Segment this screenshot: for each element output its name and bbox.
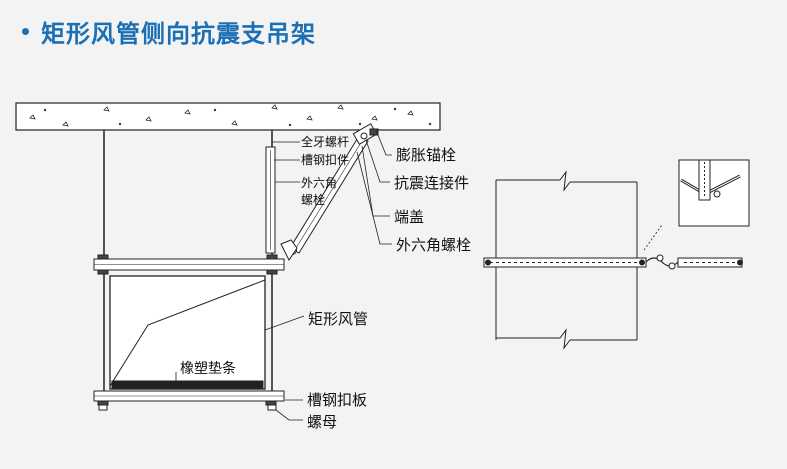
plan-view — [483, 159, 750, 350]
label-hex-bolt-left-2: 螺栓 — [301, 192, 325, 207]
label-rect-duct: 矩形风管 — [308, 310, 368, 328]
label-channel-nut: 槽钢扣件 — [301, 153, 349, 167]
label-threaded-rod: 全牙螺杆 — [301, 134, 349, 149]
label-rubber-strip: 橡塑垫条 — [180, 360, 236, 377]
bullet-icon — [22, 28, 29, 35]
rubber-strip — [111, 380, 264, 389]
concrete-aggregate — [29, 104, 432, 127]
bottom-nut-right — [267, 404, 277, 411]
rect-duct — [109, 275, 266, 390]
label-channel-plate: 槽钢扣板 — [307, 391, 367, 409]
label-seismic-connector: 抗震连接件 — [394, 174, 469, 192]
label-nut: 螺母 — [307, 413, 337, 431]
label-hex-bolt-right: 外六角螺栓 — [396, 236, 471, 254]
page-title: 矩形风管侧向抗震支吊架 — [41, 20, 316, 48]
page-title-area: 矩形风管侧向抗震支吊架 — [22, 14, 316, 49]
concrete-slab — [15, 102, 441, 131]
bottom-nut-left — [98, 404, 108, 411]
label-hex-bolt-left-1: 外六角 — [301, 176, 337, 190]
diagonal-brace — [280, 123, 379, 261]
label-expansion-anchor: 膨胀锚栓 — [396, 146, 456, 164]
label-end-cap: 端盖 — [394, 208, 424, 226]
